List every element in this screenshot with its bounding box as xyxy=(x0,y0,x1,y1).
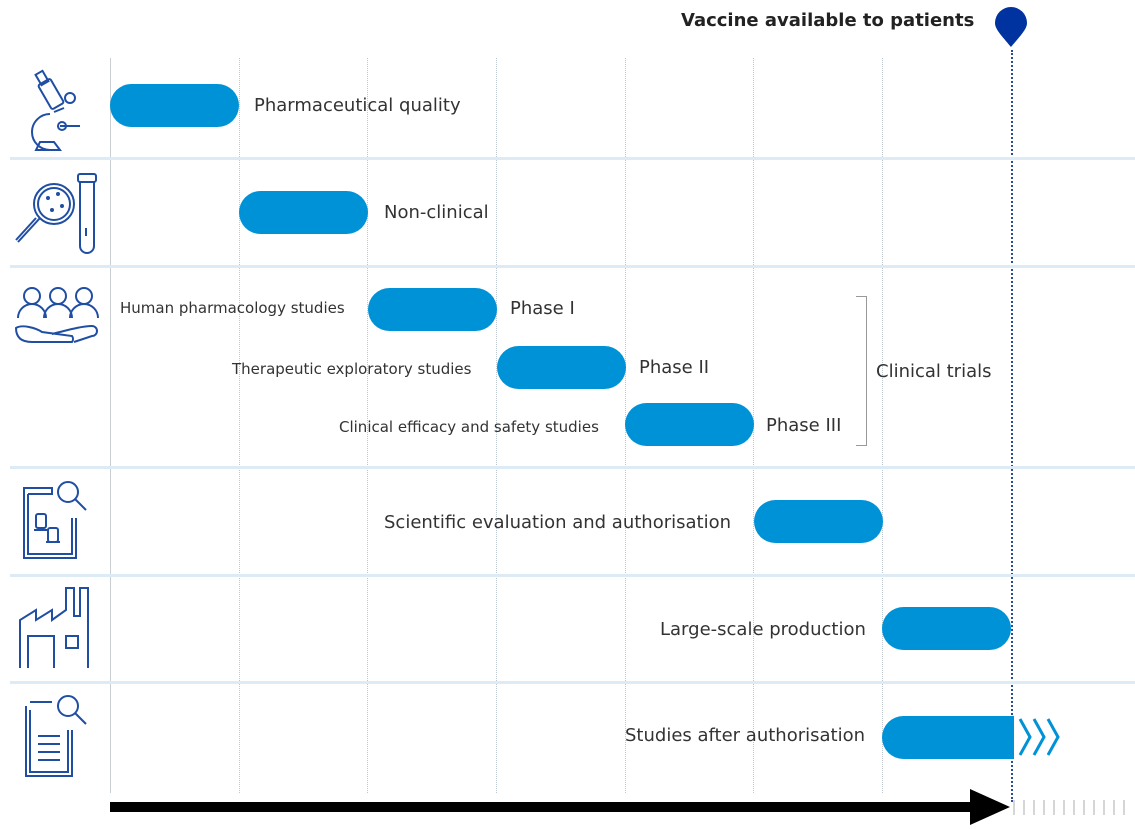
row-divider xyxy=(10,574,1135,577)
document-magnifier-icon xyxy=(20,690,90,780)
group-label: Clinical trials xyxy=(876,361,992,382)
row-divider xyxy=(10,157,1135,160)
phase-description: Human pharmacology studies xyxy=(120,299,345,317)
document-thumbs-icon xyxy=(20,478,90,564)
phase-label: Phase II xyxy=(639,357,710,378)
phase-label: Phase I xyxy=(510,298,575,319)
row-divider xyxy=(10,681,1135,684)
timeline-arrow xyxy=(110,789,1135,829)
stage-label: Non-clinical xyxy=(384,202,489,223)
phase-description: Therapeutic exploratory studies xyxy=(232,360,472,378)
map-pin-icon xyxy=(993,7,1029,53)
stage-bar-phase-3 xyxy=(625,403,754,446)
stage-label: Scientific evaluation and authorisation xyxy=(384,512,732,533)
grid-line xyxy=(367,58,368,793)
row-divider xyxy=(10,265,1135,268)
milestone-line xyxy=(1011,50,1013,802)
clinical-trials-bracket xyxy=(856,296,867,446)
timeline-start-line xyxy=(110,58,111,793)
stage-bar-pharmaceutical-quality xyxy=(110,84,239,127)
microscope-icon xyxy=(20,68,90,154)
stage-bar-scientific-evaluation xyxy=(754,500,883,543)
milestone-label: Vaccine available to patients xyxy=(681,10,975,31)
row-divider xyxy=(10,466,1135,469)
stage-label: Studies after authorisation xyxy=(625,725,866,746)
magnifier-test-tube-icon xyxy=(12,170,102,256)
grid-line xyxy=(239,58,240,793)
stage-label: Large-scale production xyxy=(660,619,866,640)
stage-bar-post-authorisation xyxy=(882,716,1014,759)
stage-bar-large-scale-production xyxy=(882,607,1011,650)
grid-line xyxy=(882,58,883,793)
phase-description: Clinical efficacy and safety studies xyxy=(339,418,599,436)
stage-label: Pharmaceutical quality xyxy=(254,95,461,116)
phase-label: Phase III xyxy=(766,415,842,436)
stage-bar-phase-2 xyxy=(497,346,626,389)
people-in-hands-icon xyxy=(12,284,102,350)
stage-bar-non-clinical xyxy=(239,191,368,234)
grid-line xyxy=(496,58,497,793)
stage-bar-phase-1 xyxy=(368,288,497,331)
chevrons-icon xyxy=(1016,715,1068,763)
factory-icon xyxy=(18,586,94,670)
